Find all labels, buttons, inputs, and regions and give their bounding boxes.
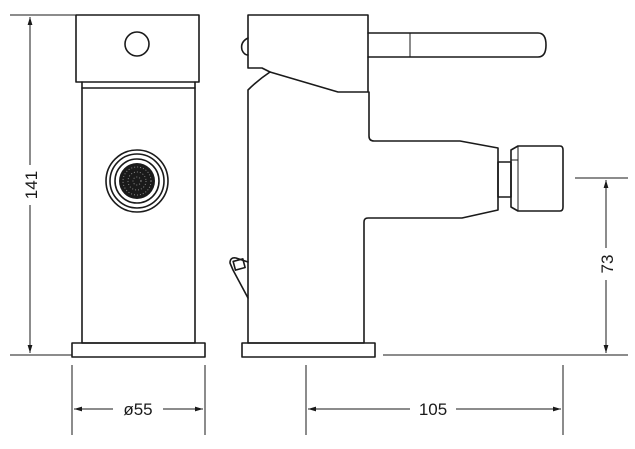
front-handle-block — [75, 14, 200, 83]
dimension-label-105: 105 — [419, 400, 447, 419]
front-view — [71, 14, 206, 358]
front-handle-hole — [124, 31, 150, 57]
dimension-label-73: 73 — [598, 255, 617, 274]
side-body — [247, 71, 499, 344]
side-lever — [367, 32, 547, 58]
spout-nozzle — [497, 145, 564, 212]
dimension-height-total: 141 — [10, 14, 76, 356]
dimension-label-141: 141 — [22, 171, 41, 199]
waste-lever-icon — [229, 257, 249, 299]
front-base — [71, 342, 206, 358]
aerator-icon — [105, 149, 169, 213]
side-base — [241, 342, 376, 358]
side-handle-knob — [240, 37, 249, 56]
dimension-base-diameter: ø55 — [71, 365, 206, 435]
dimension-spout-height: 73 — [383, 177, 628, 356]
side-handle-block — [247, 14, 369, 93]
side-view — [229, 14, 564, 358]
dimension-label-diameter: ø55 — [123, 400, 152, 419]
dimension-spout-reach: 105 — [305, 365, 564, 435]
